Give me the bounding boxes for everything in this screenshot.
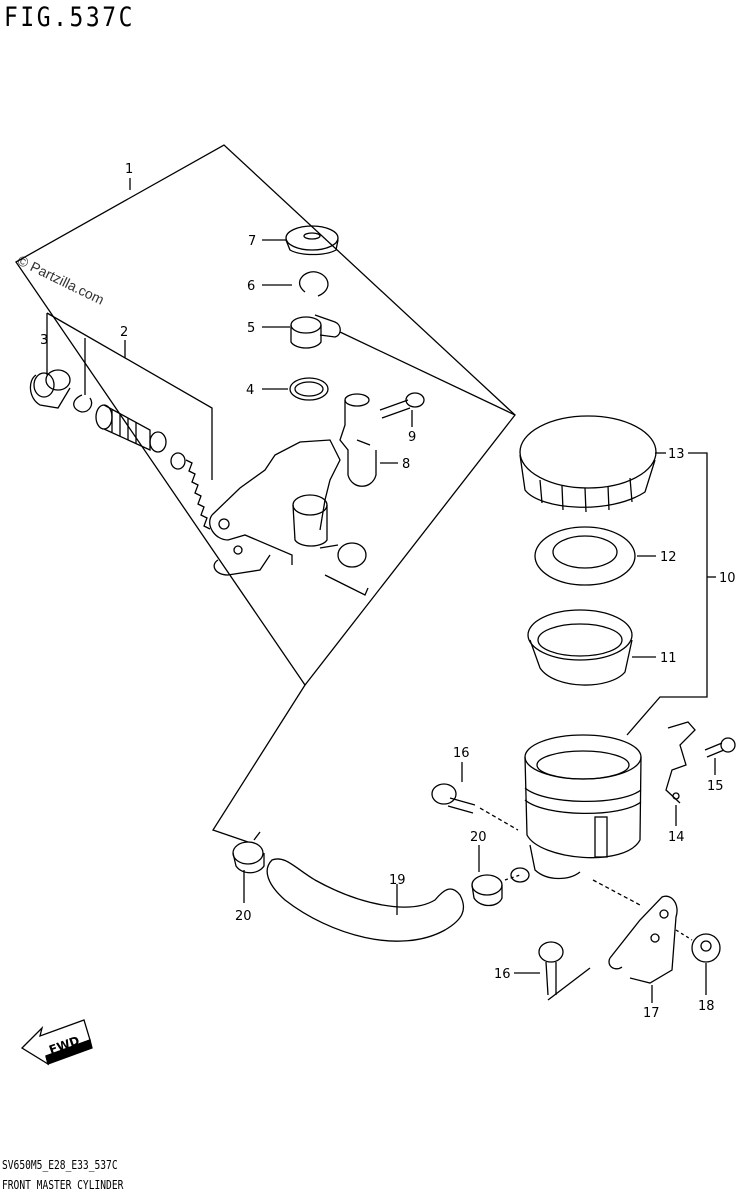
group-10-bracket — [626, 452, 708, 736]
connection-line — [212, 684, 306, 843]
assembly-outline — [15, 144, 516, 687]
drawing-name: FRONT MASTER CYLINDER — [2, 1178, 124, 1192]
leader-5b — [339, 331, 516, 416]
callout-10: 10 — [719, 571, 736, 586]
callout-9: 9 — [408, 430, 416, 445]
o-ring-inner — [294, 381, 324, 397]
callout-6: 6 — [247, 279, 255, 294]
bolt-16b-part — [538, 941, 564, 996]
callout-1: 1 — [125, 162, 133, 177]
callout-4: 4 — [246, 383, 254, 398]
piston-set-part — [95, 404, 211, 530]
callout-16b: 16 — [494, 967, 511, 982]
plate-12-part — [534, 526, 636, 586]
screw-15-part — [704, 737, 736, 758]
callout-14: 14 — [668, 830, 685, 845]
callout-16a: 16 — [453, 746, 470, 761]
fwd-arrow-icon — [20, 1019, 93, 1066]
leader-18-dash — [675, 929, 693, 941]
leader-16a-dash — [479, 807, 519, 831]
hose-19-part — [266, 858, 465, 942]
nut-18-part — [691, 933, 721, 963]
group-2-bracket — [46, 312, 213, 480]
o-ring-part — [289, 377, 329, 401]
connector-part — [290, 314, 341, 349]
clamp-14-part — [665, 721, 696, 804]
bolt-16a-part — [431, 783, 476, 814]
reservoir-body — [510, 734, 642, 883]
hose-clip-20b-part — [471, 874, 503, 907]
figure-title: FIG.537C — [4, 2, 135, 33]
circlip-part — [73, 394, 93, 413]
callout-11: 11 — [660, 651, 677, 666]
callout-3: 3 — [40, 333, 48, 348]
callout-13: 13 — [668, 447, 685, 462]
callout-20b: 20 — [470, 830, 487, 845]
leader-17-dash — [592, 879, 641, 906]
reservoir-cap-13 — [519, 415, 657, 513]
callout-8: 8 — [402, 457, 410, 472]
callout-19: 19 — [389, 873, 406, 888]
callout-2: 2 — [120, 325, 128, 340]
piston-boot-part — [29, 369, 71, 409]
callout-7: 7 — [248, 234, 256, 249]
diaphragm-11-part — [527, 609, 633, 686]
callout-20a: 20 — [235, 909, 252, 924]
master-cylinder-body — [209, 439, 369, 596]
bolt-9-part — [379, 392, 425, 419]
cap-7-part — [285, 225, 339, 256]
bracket-8-part — [339, 393, 377, 487]
leader-20b-dash — [504, 874, 521, 881]
leader-16b-line — [547, 967, 591, 1001]
callout-12: 12 — [660, 550, 677, 565]
callout-18: 18 — [698, 999, 715, 1014]
drawing-code: SV650M5_E28_E33_537C — [2, 1158, 118, 1172]
circlip-6-part — [299, 271, 329, 297]
callout-17: 17 — [643, 1006, 660, 1021]
callout-5: 5 — [247, 321, 255, 336]
callout-15: 15 — [707, 779, 724, 794]
bracket-17-part — [608, 895, 678, 984]
